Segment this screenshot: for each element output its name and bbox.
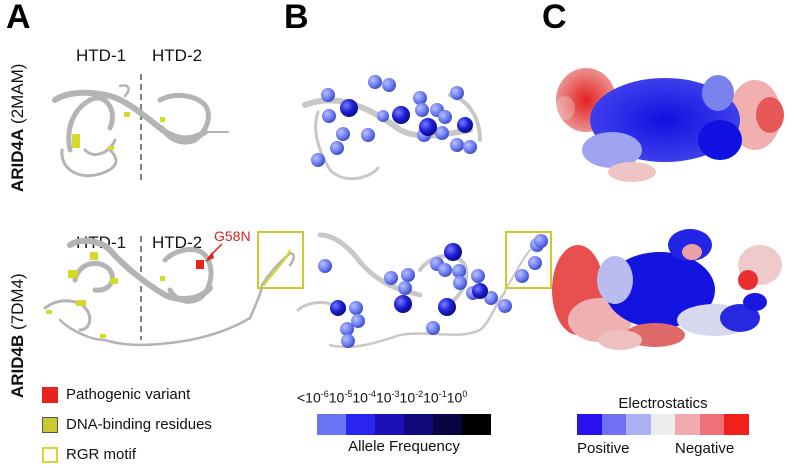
- legend-item-dna-binding: DNA-binding residues: [42, 416, 212, 433]
- allele-scale-ticks: <10-610-510-410-310-210-1100: [297, 389, 467, 406]
- htd1-label-top: HTD-1: [76, 46, 127, 65]
- electrostatics-positive-label: Positive: [577, 440, 630, 457]
- electro-bin-7: [724, 414, 749, 435]
- dna-binding-swatch: [42, 416, 58, 433]
- tick-base: 10: [423, 389, 439, 406]
- tick-base: 10: [352, 389, 368, 406]
- allele-bin-4: [404, 414, 433, 435]
- legend-item-pathogenic: Pathogenic variant: [42, 386, 212, 403]
- electrostatics-colorbar: [577, 414, 749, 435]
- legend-structure-features: Pathogenic variant DNA-binding residues …: [42, 386, 212, 463]
- panel-label-c: C: [542, 0, 567, 36]
- electro-bin-5: [675, 414, 700, 435]
- tick-exp: -6: [320, 389, 329, 399]
- allele-frequency-colorbar: [317, 414, 491, 435]
- electro-bin-3: [626, 414, 651, 435]
- tick-base: 10: [328, 389, 345, 406]
- allele-bin-5: [433, 414, 462, 435]
- electro-bin-6: [699, 414, 724, 435]
- rgr-swatch: [42, 446, 58, 463]
- tick-base: 10: [375, 389, 392, 406]
- variant-label-g58n: G58N: [214, 228, 251, 244]
- legend-item-rgr: RGR motif: [42, 446, 212, 463]
- tick-exp: -2: [415, 389, 424, 399]
- legend-label: Pathogenic variant: [66, 386, 191, 403]
- allele-bin-1: [317, 414, 346, 435]
- tick-base: 10: [399, 389, 416, 406]
- allele-bin-2: [346, 414, 375, 435]
- tick-exp: -3: [391, 389, 400, 399]
- panel-label-b: B: [284, 0, 309, 36]
- electro-bin-1: [577, 414, 602, 435]
- panel-label-a: A: [6, 0, 31, 36]
- allele-frequency-title: Allele Frequency: [348, 438, 460, 455]
- legend-label: RGR motif: [66, 446, 137, 463]
- legend-label: DNA-binding residues: [66, 416, 212, 433]
- tick-exp: 0: [462, 389, 468, 399]
- allele-bin-6: [462, 414, 491, 435]
- htd2-label-top: HTD-2: [152, 46, 203, 65]
- electro-bin-2: [601, 414, 626, 435]
- tick-base: <10: [297, 389, 321, 406]
- tick-exp: -5: [344, 389, 353, 399]
- allele-bin-3: [375, 414, 404, 435]
- electro-bin-4: [650, 414, 675, 435]
- electrostatics-negative-label: Negative: [675, 440, 735, 457]
- pathogenic-swatch: [42, 386, 58, 403]
- electrostatics-title: Electrostatics: [618, 395, 708, 412]
- tick-exp: -4: [367, 389, 376, 399]
- tick-exp: -1: [438, 389, 447, 399]
- tick-base: 10: [446, 389, 463, 406]
